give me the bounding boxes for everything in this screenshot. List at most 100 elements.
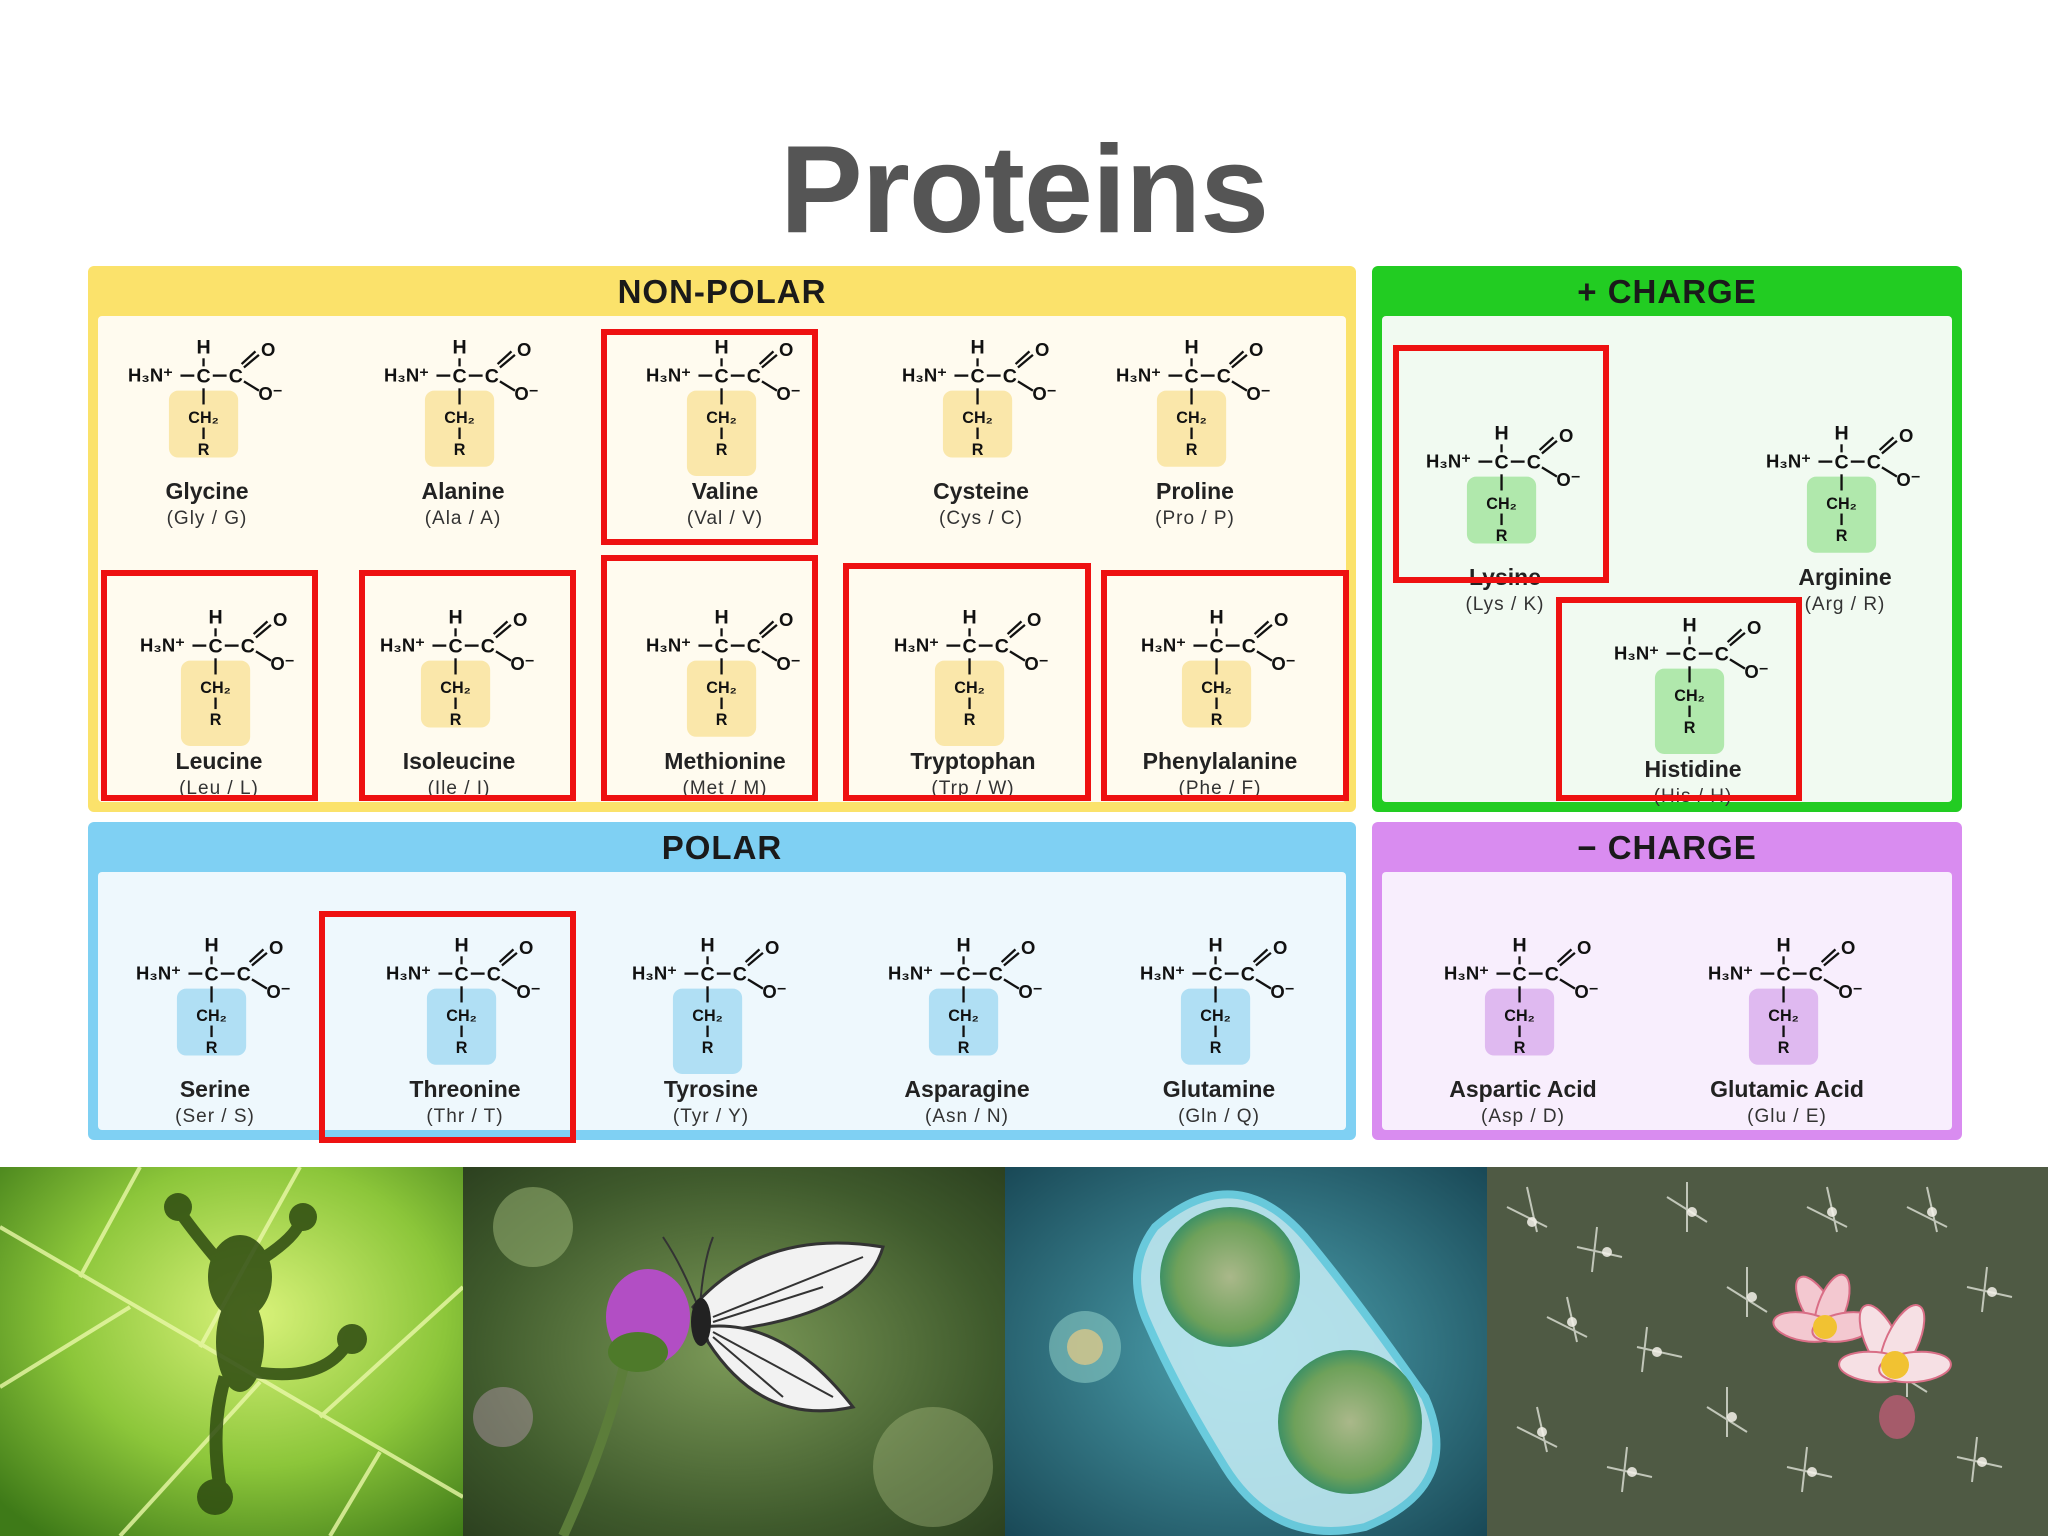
svg-text:H₃N⁺: H₃N⁺ xyxy=(894,634,939,655)
svg-text:H₃N⁺: H₃N⁺ xyxy=(1766,450,1811,471)
svg-text:C: C xyxy=(1834,452,1848,474)
svg-text:R: R xyxy=(1186,441,1198,459)
svg-text:H₃N⁺: H₃N⁺ xyxy=(128,364,173,385)
svg-text:O⁻: O⁻ xyxy=(776,383,800,404)
amino-acid-abbreviation: (Ile / I) xyxy=(427,778,491,799)
svg-text:O⁻: O⁻ xyxy=(1018,981,1042,1002)
svg-text:CH₂: CH₂ xyxy=(948,1007,978,1025)
amino-acid-abbreviation: (Gln / Q) xyxy=(1178,1106,1260,1127)
amino-acid-name: Methionine xyxy=(664,748,786,774)
amino-acid-abbreviation: (Arg / R) xyxy=(1804,594,1886,615)
svg-text:O: O xyxy=(1899,425,1913,446)
svg-text:O⁻: O⁻ xyxy=(1744,661,1768,682)
svg-text:C: C xyxy=(452,366,466,388)
svg-text:O⁻: O⁻ xyxy=(1574,981,1598,1002)
svg-text:H: H xyxy=(962,607,976,629)
svg-text:C: C xyxy=(1776,964,1790,986)
svg-text:C: C xyxy=(714,636,728,658)
svg-text:R: R xyxy=(1684,719,1696,737)
amino-acid-name: Isoleucine xyxy=(402,748,516,774)
svg-text:O: O xyxy=(261,339,275,360)
svg-text:H₃N⁺: H₃N⁺ xyxy=(140,634,185,655)
svg-text:CH₂: CH₂ xyxy=(1768,1007,1798,1025)
svg-text:O⁻: O⁻ xyxy=(1271,653,1295,674)
svg-text:CH₂: CH₂ xyxy=(1504,1007,1534,1025)
svg-text:C: C xyxy=(1242,636,1256,658)
svg-text:H₃N⁺: H₃N⁺ xyxy=(1614,642,1659,663)
svg-text:H: H xyxy=(700,935,714,957)
svg-text:O⁻: O⁻ xyxy=(258,383,282,404)
amino-acid-abbreviation: (Asp / D) xyxy=(1481,1106,1565,1127)
amino-acid-abbreviation: (Met / M) xyxy=(682,778,768,799)
non-polar-header: NON-POLAR xyxy=(617,273,827,310)
amino-acid-abbreviation: (Asn / N) xyxy=(925,1106,1009,1127)
amino-acid-name: Glutamic Acid xyxy=(1710,1076,1864,1102)
amino-acid-abbreviation: (Lys / K) xyxy=(1465,594,1545,615)
svg-text:C: C xyxy=(1494,452,1508,474)
svg-text:O⁻: O⁻ xyxy=(1246,383,1270,404)
svg-text:H: H xyxy=(1776,935,1790,957)
amino-acid-abbreviation: (Trp / W) xyxy=(931,778,1015,799)
svg-text:O: O xyxy=(1577,937,1591,958)
amino-acid-abbreviation: (Glu / E) xyxy=(1747,1106,1827,1127)
svg-text:H: H xyxy=(204,935,218,957)
svg-text:C: C xyxy=(1184,366,1198,388)
svg-text:O⁻: O⁻ xyxy=(266,981,290,1002)
positive-charge-panel: + CHARGE xyxy=(1372,266,1962,812)
svg-text:C: C xyxy=(747,366,761,388)
svg-text:O⁻: O⁻ xyxy=(1270,981,1294,1002)
svg-text:O: O xyxy=(1559,425,1573,446)
svg-text:O: O xyxy=(269,937,283,958)
amino-acid-abbreviation: (Val / V) xyxy=(686,508,764,529)
svg-text:CH₂: CH₂ xyxy=(706,409,736,427)
svg-text:C: C xyxy=(485,366,499,388)
svg-text:C: C xyxy=(1003,366,1017,388)
svg-text:R: R xyxy=(1514,1039,1526,1057)
svg-text:H₃N⁺: H₃N⁺ xyxy=(632,962,677,983)
butterfly-flower-photo xyxy=(463,1167,1005,1536)
amino-acid-abbreviation: (Tyr / Y) xyxy=(672,1106,750,1127)
amino-acid-name: Arginine xyxy=(1798,564,1892,590)
amino-acid-name: Lysine xyxy=(1468,564,1541,590)
svg-text:H₃N⁺: H₃N⁺ xyxy=(386,962,431,983)
svg-text:O⁻: O⁻ xyxy=(1896,469,1920,490)
svg-text:R: R xyxy=(454,441,466,459)
svg-text:CH₂: CH₂ xyxy=(440,679,470,697)
svg-text:O⁻: O⁻ xyxy=(776,653,800,674)
svg-text:C: C xyxy=(1809,964,1823,986)
svg-text:H: H xyxy=(970,337,984,359)
amino-acid-name: Aspartic Acid xyxy=(1449,1076,1597,1102)
svg-text:C: C xyxy=(229,366,243,388)
svg-text:CH₂: CH₂ xyxy=(196,1007,226,1025)
amino-acid-abbreviation: (Phe / F) xyxy=(1178,778,1262,799)
svg-text:R: R xyxy=(1778,1039,1790,1057)
svg-text:H₃N⁺: H₃N⁺ xyxy=(384,364,429,385)
amino-acid-name: Tryptophan xyxy=(910,748,1036,774)
svg-text:C: C xyxy=(196,366,210,388)
svg-text:H: H xyxy=(1209,607,1223,629)
svg-text:H₃N⁺: H₃N⁺ xyxy=(1140,962,1185,983)
svg-text:CH₂: CH₂ xyxy=(1674,687,1704,705)
svg-text:C: C xyxy=(747,636,761,658)
svg-text:C: C xyxy=(989,964,1003,986)
amino-acid-name: Valine xyxy=(691,478,759,504)
svg-text:CH₂: CH₂ xyxy=(1200,1007,1230,1025)
svg-text:R: R xyxy=(198,441,210,459)
svg-text:O: O xyxy=(513,609,527,630)
